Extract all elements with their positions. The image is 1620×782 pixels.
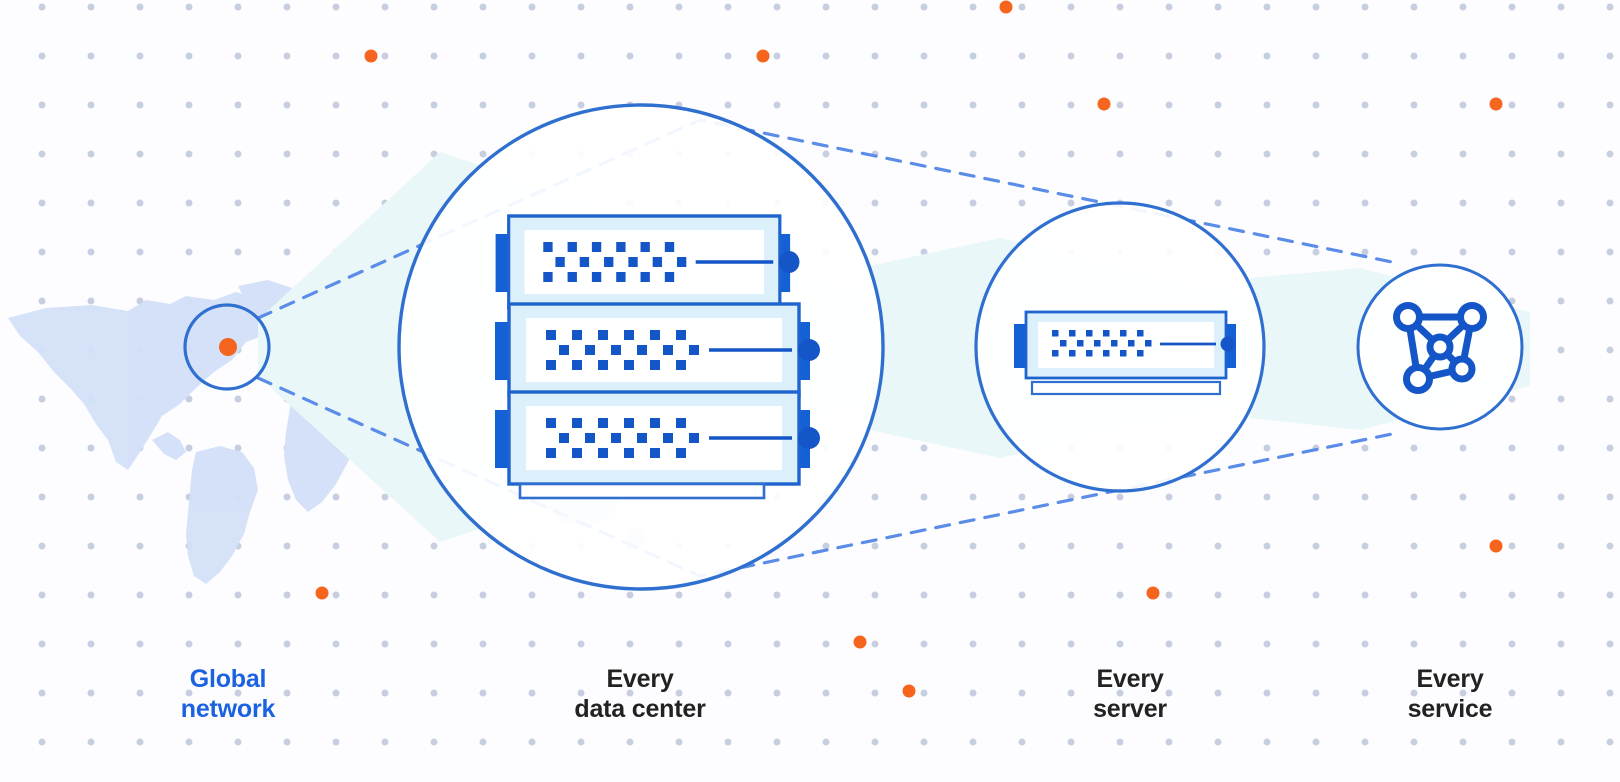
network-node-group xyxy=(1393,302,1487,394)
rack-unit-2 xyxy=(495,302,820,398)
map-zoom-circle xyxy=(183,303,271,391)
network-node-bottom-left xyxy=(1403,364,1433,394)
rack-unit-1 xyxy=(495,214,800,310)
label-every-service: Every service xyxy=(1407,665,1493,723)
network-node-bottom-right xyxy=(1448,355,1476,383)
server-status-dot xyxy=(1220,336,1236,352)
orange-location-dot xyxy=(219,338,237,356)
network-node-center xyxy=(1426,333,1454,361)
label-global-network: Global network xyxy=(180,665,276,723)
server-led-matrix xyxy=(1052,330,1152,357)
label-every-server: Every server xyxy=(1093,665,1167,723)
label-every-data-center: Every data center xyxy=(574,665,706,723)
rack-base xyxy=(518,482,766,500)
network-node-top-left xyxy=(1393,302,1423,332)
network-node-top-right xyxy=(1457,302,1487,332)
rack-unit-3 xyxy=(495,390,820,486)
server-base xyxy=(1030,380,1222,396)
